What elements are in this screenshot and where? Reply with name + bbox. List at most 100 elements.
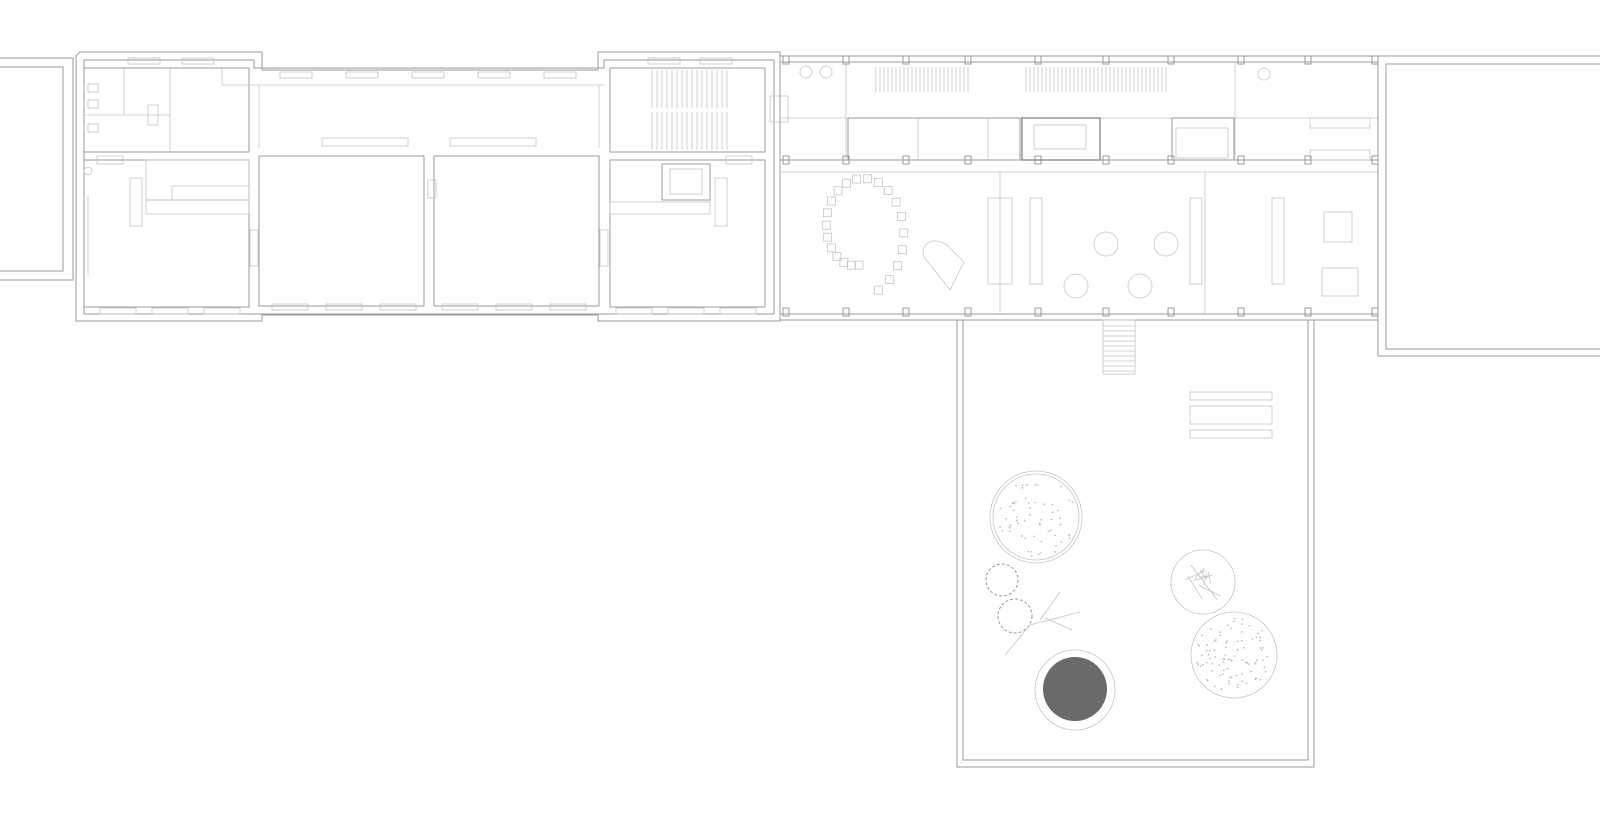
- gravel-dot: [1259, 647, 1262, 650]
- gravel-dot: [1027, 502, 1030, 504]
- column: [782, 307, 790, 317]
- column: [842, 155, 850, 165]
- gravel-dot: [1228, 682, 1231, 685]
- gravel-dot: [1259, 636, 1261, 639]
- gravel-dot: [1213, 685, 1216, 688]
- gravel-dot: [1256, 659, 1259, 662]
- window: [543, 71, 577, 79]
- gravel-dot: [1213, 640, 1216, 642]
- dark-circle-pit: [1043, 657, 1107, 721]
- gravel-dot: [1021, 484, 1024, 487]
- gravel-dot: [1250, 670, 1252, 673]
- gravel-dot: [1218, 664, 1221, 667]
- column: [1034, 55, 1042, 65]
- column: [1102, 155, 1110, 165]
- room-classroom-2: [258, 155, 425, 307]
- gravel-dot: [1015, 484, 1017, 487]
- gravel-dot: [1059, 523, 1062, 526]
- gravel-dot: [1201, 634, 1204, 637]
- column: [964, 307, 972, 317]
- gravel-dot: [1236, 640, 1239, 643]
- gravel-dot: [1233, 620, 1236, 623]
- gravel-dot: [1230, 659, 1232, 662]
- column: [782, 155, 790, 165]
- gravel-dot: [1023, 519, 1026, 522]
- column: [1237, 55, 1245, 65]
- gravel-dot: [1199, 665, 1202, 667]
- tree: [985, 563, 1081, 656]
- gravel-dot: [1229, 676, 1232, 679]
- column: [1167, 55, 1175, 65]
- chair: [842, 178, 851, 188]
- main-building: [75, 51, 789, 322]
- gravel-dot: [1055, 545, 1057, 547]
- gravel-dot: [1029, 514, 1032, 516]
- gravel-dot: [1014, 500, 1017, 503]
- gravel-dot: [1259, 678, 1262, 681]
- gravel-dot: [1033, 535, 1036, 538]
- gravel-dot: [1214, 655, 1216, 658]
- gravel-dot: [1027, 550, 1030, 553]
- gravel-dot: [1026, 483, 1028, 486]
- column: [1304, 155, 1312, 165]
- chair: [898, 245, 907, 255]
- chair: [823, 208, 832, 218]
- gravel-dot: [1254, 661, 1257, 664]
- gravel-dot: [1201, 663, 1204, 666]
- gravel-dot: [1253, 662, 1256, 665]
- gravel-dot: [1206, 679, 1209, 682]
- gravel-dot: [1031, 555, 1033, 557]
- gravel-dot: [1213, 649, 1216, 652]
- gravel-dot: [1208, 657, 1211, 660]
- gravel-dot: [1241, 623, 1243, 625]
- gravel-dot: [1038, 522, 1041, 525]
- gravel-dot: [1059, 517, 1061, 519]
- gravel-dot: [1205, 649, 1208, 652]
- gravel-dot: [1214, 639, 1217, 641]
- gravel-dot: [1241, 673, 1244, 676]
- chair: [873, 285, 883, 295]
- window: [719, 307, 757, 315]
- gravel-dot: [1226, 640, 1228, 642]
- window: [99, 307, 137, 315]
- piano: [922, 240, 965, 291]
- planting-stroke: [1190, 564, 1218, 601]
- column: [902, 55, 910, 65]
- gravel-dot: [1047, 530, 1050, 533]
- window: [271, 303, 309, 311]
- gravel-dot: [1240, 640, 1243, 642]
- gravel-dot: [1034, 501, 1037, 504]
- room-washrooms: [83, 67, 250, 153]
- stool: [819, 65, 833, 79]
- gravel-dot: [1196, 643, 1199, 646]
- gravel-dot: [1205, 661, 1208, 664]
- column: [1034, 307, 1042, 317]
- chair: [854, 260, 864, 270]
- east-neighbor-building: [1377, 55, 1600, 357]
- gravel-dot: [1256, 632, 1259, 635]
- window: [647, 57, 681, 65]
- gravel-dot: [1196, 661, 1198, 664]
- gravel-dot: [1054, 550, 1056, 553]
- gravel-dot: [1261, 647, 1264, 649]
- steps: [1102, 319, 1136, 375]
- chair: [884, 275, 894, 285]
- room-classroom-3: [433, 155, 600, 307]
- planting-circle: [1170, 549, 1236, 615]
- window: [699, 57, 733, 65]
- window: [411, 71, 445, 79]
- stairwell: [609, 67, 766, 153]
- gravel-dot: [1051, 503, 1054, 506]
- chair: [863, 174, 872, 184]
- gravel-dot: [1054, 534, 1057, 537]
- gravel-dot: [1236, 648, 1239, 651]
- gravel-dot: [1049, 529, 1052, 532]
- window: [345, 71, 379, 79]
- gravel-dot: [1020, 535, 1023, 537]
- lift: [661, 163, 711, 201]
- column: [1371, 307, 1379, 317]
- gravel-dot: [1198, 645, 1200, 647]
- gravel-dot: [1224, 654, 1227, 657]
- stool: [799, 65, 813, 79]
